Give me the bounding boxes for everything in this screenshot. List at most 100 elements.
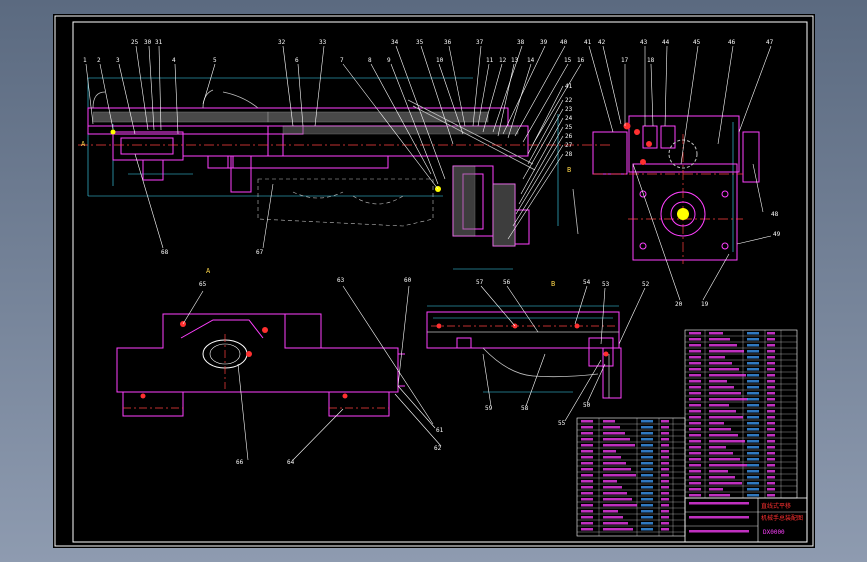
part-label: 67 — [256, 249, 264, 256]
parts-list-entry — [709, 338, 730, 341]
parts-list-entry — [661, 438, 669, 441]
parts-list-entry — [641, 480, 653, 483]
parts-list-entry — [603, 438, 630, 441]
parts-list-entry — [641, 426, 653, 429]
part-label: 54 — [583, 279, 591, 286]
parts-list-entry — [767, 464, 775, 467]
parts-list-entry — [581, 486, 593, 489]
parts-list-entry — [747, 446, 759, 449]
parts-list-entry — [747, 482, 759, 485]
parts-list-entry — [661, 456, 669, 459]
part-label: 45 — [693, 39, 701, 46]
part-label: 14 — [527, 57, 535, 64]
parts-list-entry — [747, 422, 759, 425]
parts-list-entry — [709, 482, 742, 485]
parts-list-entry — [641, 510, 653, 513]
parts-list-entry — [689, 446, 701, 449]
part-label: 68 — [161, 249, 169, 256]
parts-list-entry — [689, 516, 749, 519]
parts-list-entry — [747, 404, 759, 407]
part-label: 32 — [278, 39, 286, 46]
bore-center-icon — [677, 208, 689, 220]
parts-list-entry — [641, 450, 653, 453]
inner-border — [72, 21, 808, 543]
parts-list-entry — [709, 362, 732, 365]
part-label: 37 — [476, 39, 484, 46]
parts-list-entry — [603, 498, 632, 501]
parts-list-entry — [661, 468, 669, 471]
parts-list-entry — [689, 404, 701, 407]
parts-list-entry — [709, 344, 737, 347]
parts-list-entry — [689, 332, 701, 335]
parts-list-entry — [689, 494, 701, 497]
parts-list-entry — [581, 432, 593, 435]
part-label: 23 — [565, 106, 573, 113]
parts-list-entry — [581, 444, 593, 447]
part-label: 30 — [144, 39, 152, 46]
parts-list-entry — [661, 492, 669, 495]
part-label: 12 — [499, 57, 507, 64]
parts-list-entry — [767, 338, 775, 341]
parts-list-entry — [661, 510, 669, 513]
parts-list-entry — [767, 428, 775, 431]
parts-list-entry — [747, 488, 759, 491]
view-arrow-b: B — [567, 166, 571, 174]
parts-list-entry — [767, 362, 775, 365]
parts-list-entry — [709, 332, 723, 335]
part-label: 38 — [517, 39, 525, 46]
right-leader-lines — [507, 85, 564, 240]
parts-list-entry — [603, 426, 620, 429]
parts-list-entry — [603, 510, 618, 513]
parts-list-entry — [661, 462, 669, 465]
parts-list-entry — [709, 416, 743, 419]
parts-list-entry — [661, 516, 669, 519]
parts-list-entry — [641, 492, 653, 495]
parts-list-entry — [581, 462, 593, 465]
parts-list-entry — [709, 410, 736, 413]
parts-list-entry — [747, 398, 759, 401]
parts-list-entry — [709, 386, 734, 389]
part-label: 20 — [675, 301, 683, 308]
parts-list-entry — [767, 476, 775, 479]
parts-list-entry — [661, 480, 669, 483]
parts-list-entry — [689, 374, 701, 377]
parts-list-entry — [603, 492, 627, 495]
parts-list-entry — [661, 498, 669, 501]
right-part-number-labels: 41 22 23 24 25 26 27 28 — [565, 83, 573, 158]
part-label: 5 — [213, 57, 217, 64]
part-label: 17 — [621, 57, 629, 64]
part-label: 41 — [584, 39, 592, 46]
parts-list-entry — [581, 480, 593, 483]
parts-list-entry — [709, 452, 733, 455]
parts-list-entry — [747, 332, 759, 335]
parts-list-entry — [641, 438, 653, 441]
parts-list-entry — [641, 486, 653, 489]
parts-list-entry — [641, 444, 653, 447]
parts-list-entry — [689, 488, 701, 491]
parts-list-entry — [747, 356, 759, 359]
parts-list-entry — [689, 464, 701, 467]
parts-list-entry — [661, 474, 669, 477]
parts-list-entry — [709, 446, 726, 449]
drawing-title-line1: 直线式平移 — [761, 502, 791, 510]
parts-list-entry — [709, 368, 739, 371]
parts-list-entry — [689, 416, 701, 419]
parts-list-entry — [767, 470, 775, 473]
part-label: 57 — [476, 279, 484, 286]
parts-list-entry — [689, 434, 701, 437]
parts-list-entry — [661, 504, 669, 507]
top-part-number-labels: 1 2 3 25 30 31 4 5 32 33 6 7 8 9 34 35 1… — [83, 39, 774, 64]
part-label: 25 — [565, 124, 573, 131]
part-label: 63 — [337, 277, 345, 284]
part-label: 9 — [387, 57, 391, 64]
parts-list-entry — [747, 458, 759, 461]
parts-list-entry — [661, 486, 669, 489]
detail-label-b: B — [551, 280, 555, 288]
parts-list-entry — [581, 456, 593, 459]
parts-list-entry — [709, 356, 725, 359]
parts-list-entry — [689, 476, 701, 479]
parts-list-entry — [709, 434, 738, 437]
parts-list-entry — [689, 362, 701, 365]
top-leader-lines — [85, 45, 772, 190]
parts-list-entry — [581, 510, 593, 513]
